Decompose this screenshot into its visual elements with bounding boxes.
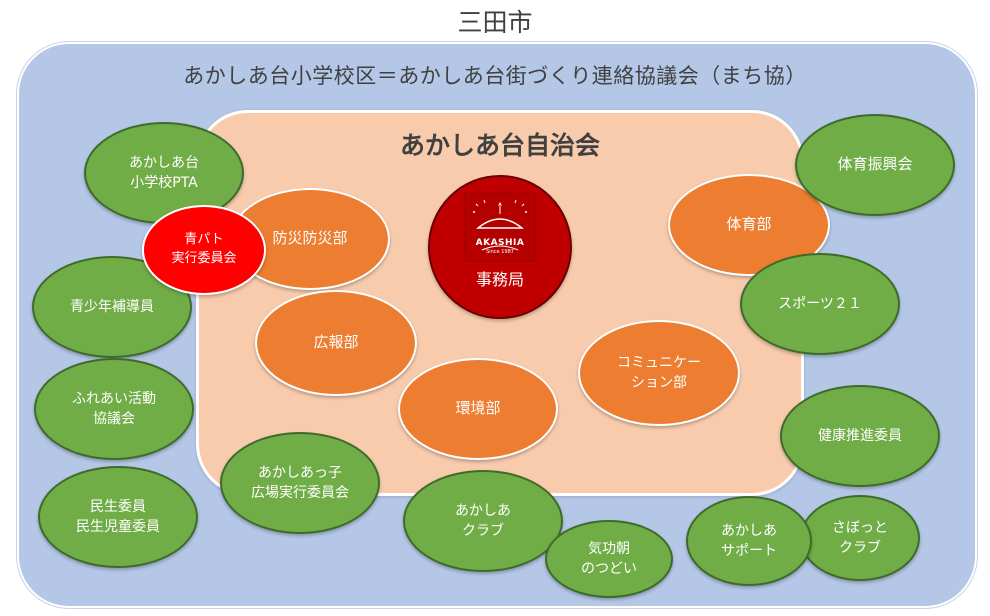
district-title: あかしあ台小学校区＝あかしあ台街づくり連絡協議会（まち協） xyxy=(183,64,807,88)
org-hiroba: あかしあっ子 広場実行委員会 xyxy=(220,432,380,534)
association-title: あかしあ台自治会 xyxy=(399,131,600,160)
org-club: あかしあ クラブ xyxy=(403,470,563,572)
org-seishonen: 青少年補導員 xyxy=(32,256,192,358)
city-title: 三田市 xyxy=(457,8,533,37)
org-kenko: 健康推進委員 xyxy=(780,385,940,487)
logo-subtext: Since 1987 xyxy=(486,249,514,255)
org-fureai: ふれあい活動 協議会 xyxy=(34,358,194,460)
dept-kankyo: 環境部 xyxy=(398,358,558,460)
org-support: あかしあ サポート xyxy=(686,496,812,586)
dept-community: コミュニケー ション部 xyxy=(578,320,740,426)
headquarters-node: AKASHIA Since 1987 事務局 xyxy=(428,175,572,319)
akashia-logo-icon xyxy=(464,191,536,262)
logo-text: AKASHIA xyxy=(475,238,525,248)
org-sabotto: さぼっと クラブ xyxy=(800,495,920,581)
org-kiko: 気功朝 のつどい xyxy=(545,520,673,598)
org-minsei: 民生委員 民生児童委員 xyxy=(38,466,198,568)
org-shinko: 体育振興会 xyxy=(795,114,955,216)
dept-koho: 広報部 xyxy=(255,290,417,396)
aopato-node: 青パト 実行委員会 xyxy=(142,205,266,295)
headquarters-label: 事務局 xyxy=(475,269,524,289)
org-sports21: スポーツ２１ xyxy=(740,253,900,355)
